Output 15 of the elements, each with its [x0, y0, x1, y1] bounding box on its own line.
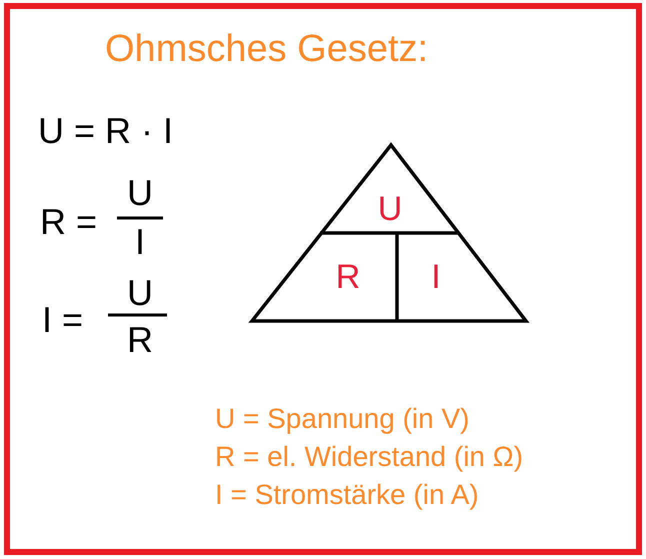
formula-text: R =: [40, 204, 98, 240]
legend-text: R = el. Widerstand (in Ω): [215, 443, 524, 471]
formula-text: U = R · I: [38, 113, 174, 149]
formula-text: I: [134, 224, 146, 260]
triangle-cell-label: R: [328, 259, 368, 295]
title: Ohmsches Gesetz:: [105, 30, 428, 68]
triangle-drawing: [250, 143, 528, 323]
formula-text: I =: [42, 302, 84, 338]
formula-text: R: [126, 322, 154, 358]
legend-text: I = Stromstärke (in A): [215, 481, 479, 509]
triangle-cell-label: U: [370, 191, 410, 227]
formula-text: U: [126, 175, 154, 211]
legend-text: U = Spannung (in V): [215, 405, 470, 433]
triangle-cell-label: I: [416, 259, 456, 295]
formula-text: U: [126, 275, 154, 311]
